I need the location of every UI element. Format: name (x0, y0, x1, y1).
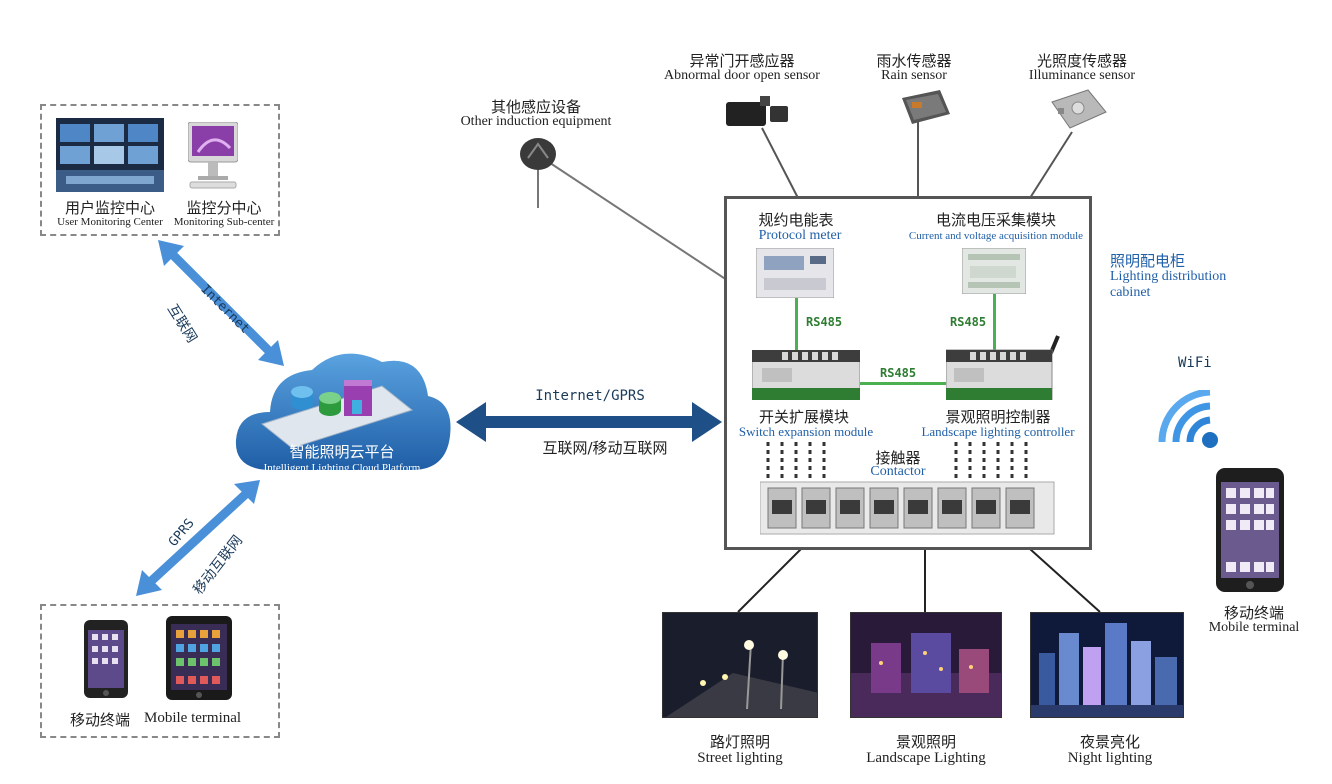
switch-module-cn: 开关扩展模块 (758, 408, 850, 426)
night-lighting-en: Night lighting (1067, 750, 1153, 766)
rs485-right-line (993, 294, 996, 350)
door-sensor-en: Abnormal door open sensor (664, 68, 820, 83)
cloud-platform-icon (235, 353, 451, 470)
night-wire (1019, 539, 1101, 613)
monitor-group-box (40, 104, 280, 236)
other-induction-cn: 其他感应设备 (490, 98, 582, 116)
smartphone-right-icon (1216, 468, 1284, 592)
door-sensor-wire (761, 127, 799, 199)
rain-sensor-icon (902, 90, 950, 124)
other-sensor-wire (537, 154, 737, 287)
contactor-en: Contactor (870, 464, 926, 479)
rs485-left-label: RS485 (806, 315, 843, 329)
internet-arrow (158, 240, 284, 366)
mobile-terminal-left-en: Mobile terminal (144, 710, 242, 726)
mobile-terminal-right-en: Mobile terminal (1208, 620, 1300, 635)
cabinet-label-cn: 照明配电柜 (1110, 252, 1186, 270)
mobile-group-box (40, 604, 280, 738)
gprs-arrow (136, 480, 260, 596)
mobile-terminal-left-cn: 移动终端 (70, 711, 131, 729)
cloud-platform-cn: 智能照明云平台 (289, 443, 395, 461)
internet-gprs-en: Internet/GPRS (535, 388, 645, 404)
night-lighting-cn: 夜景亮化 (1079, 733, 1141, 751)
other-induction-en: Other induction equipment (460, 114, 612, 129)
rs485-mid-line (860, 382, 946, 385)
smartphone-icon (84, 620, 128, 698)
street-wire (737, 539, 811, 613)
monitoring-sub-center-cn: 监控分中心 (186, 199, 262, 217)
rs485-left-line (795, 298, 798, 350)
user-monitoring-center-cn: 用户监控中心 (64, 199, 156, 217)
landscape-lighting-cn: 景观照明 (895, 733, 957, 751)
induction-sensor-icon (520, 138, 556, 170)
rs485-right-label: RS485 (950, 315, 987, 329)
illuminance-sensor-en: Illuminance sensor (1028, 68, 1136, 83)
landscape-controller-cn: 景观照明控制器 (945, 408, 1051, 426)
illuminance-sensor-cn: 光照度传感器 (1036, 52, 1128, 70)
acquisition-module-icon (962, 248, 1026, 294)
acquisition-module-cn: 电流电压采集模块 (935, 211, 1057, 229)
contactor-cn: 接触器 (875, 449, 921, 467)
illuminance-sensor-icon (1051, 89, 1107, 129)
protocol-meter-en: Protocol meter (758, 228, 842, 243)
monitoring-sub-center-en: Monitoring Sub-center (173, 216, 275, 228)
tablet-icon (166, 616, 232, 700)
landscape-controller-en: Landscape lighting controller (921, 424, 1075, 439)
door-sensor-cn: 异常门开感应器 (689, 52, 795, 70)
landscape-lighting-photo (850, 612, 1002, 718)
street-lighting-photo (662, 612, 818, 718)
switch-module-en: Switch expansion module (738, 424, 874, 439)
illum-sensor-wire (1029, 131, 1073, 199)
landscape-lighting-en: Landscape Lighting (866, 750, 986, 766)
internet-gprs-cn: 互联网/移动互联网 (542, 439, 668, 457)
wifi-label: WiFi (1178, 355, 1212, 371)
cloud-platform-en: Intelligent Lighting Cloud Platform (263, 462, 421, 474)
rain-sensor-en: Rain sensor (881, 68, 947, 83)
cabinet-label-en-2: cabinet (1110, 285, 1151, 300)
protocol-meter-icon (756, 248, 834, 298)
user-monitoring-center-en: User Monitoring Center (57, 216, 163, 228)
video-wall-icon (56, 118, 164, 192)
switch-module-icon (752, 350, 860, 400)
door-sensor-icon (726, 96, 788, 126)
protocol-meter-cn: 规约电能表 (758, 211, 834, 229)
cabinet-label-en-1: Lighting distribution (1110, 269, 1227, 284)
night-lighting-photo (1030, 612, 1184, 718)
street-lighting-en: Street lighting (697, 750, 783, 766)
acquisition-module-en: Current and voltage acquisition module (908, 230, 1084, 242)
mobile-terminal-right-cn: 移动终端 (1223, 604, 1285, 622)
wifi-icon (1158, 390, 1218, 448)
computer-icon (188, 122, 238, 189)
internet-gprs-arrow (456, 402, 722, 442)
street-lighting-cn: 路灯照明 (709, 733, 771, 751)
rs485-mid-label: RS485 (880, 366, 917, 380)
contactor-row-icon (760, 442, 1055, 535)
rain-sensor-cn: 雨水传感器 (876, 52, 952, 70)
landscape-controller-icon (946, 335, 1060, 400)
